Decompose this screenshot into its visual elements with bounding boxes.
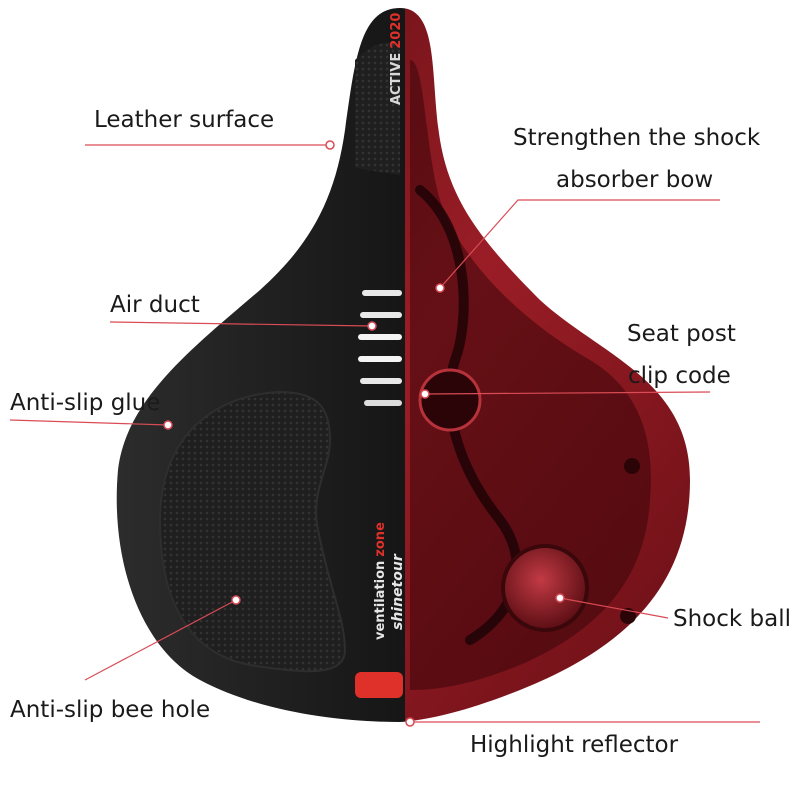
shock-ball xyxy=(501,544,589,632)
seat-post-clip xyxy=(418,368,482,432)
label-air-duct: Air duct xyxy=(110,292,200,318)
label-shock-ball: Shock ball xyxy=(673,606,791,632)
anti-slip-pad xyxy=(158,390,347,673)
label-shock-bow-line2: absorber bow xyxy=(556,167,714,193)
nose-dotted-panel xyxy=(355,42,400,175)
leader-seat-post xyxy=(424,391,711,395)
inner-shell xyxy=(410,60,651,690)
leader-lines xyxy=(9,144,760,723)
label-highlight-reflector: Highlight reflector xyxy=(470,732,679,758)
label-seat-post-line1: Seat post xyxy=(627,321,736,347)
leader-shock-ball xyxy=(559,597,669,619)
reflector xyxy=(355,672,403,698)
label-leather-surface: Leather surface xyxy=(94,107,275,133)
label-anti-slip-glue: Anti-slip glue xyxy=(10,390,161,416)
leader-markers xyxy=(163,140,565,727)
ventilation-zone-text: ventilationzone xyxy=(373,522,388,640)
label-anti-slip-bee-hole: Anti-slip bee hole xyxy=(10,697,211,723)
screw-icon xyxy=(624,458,640,474)
leader-shock-bow xyxy=(439,199,720,289)
brand-text: shinetour xyxy=(390,553,406,630)
saddle-red-half xyxy=(405,8,690,722)
screw-icon xyxy=(620,608,636,624)
leader-anti-slip-glue xyxy=(9,419,169,426)
air-duct-slots xyxy=(358,290,402,406)
saddle-black-half xyxy=(116,8,405,722)
nose-badge-text: ACTIVE2020 xyxy=(389,13,404,105)
leader-air-duct xyxy=(109,321,373,327)
leader-bee-hole xyxy=(84,599,237,681)
label-shock-bow-line1: Strengthen the shock xyxy=(513,125,761,151)
label-seat-post-line2: clip code xyxy=(628,363,731,389)
